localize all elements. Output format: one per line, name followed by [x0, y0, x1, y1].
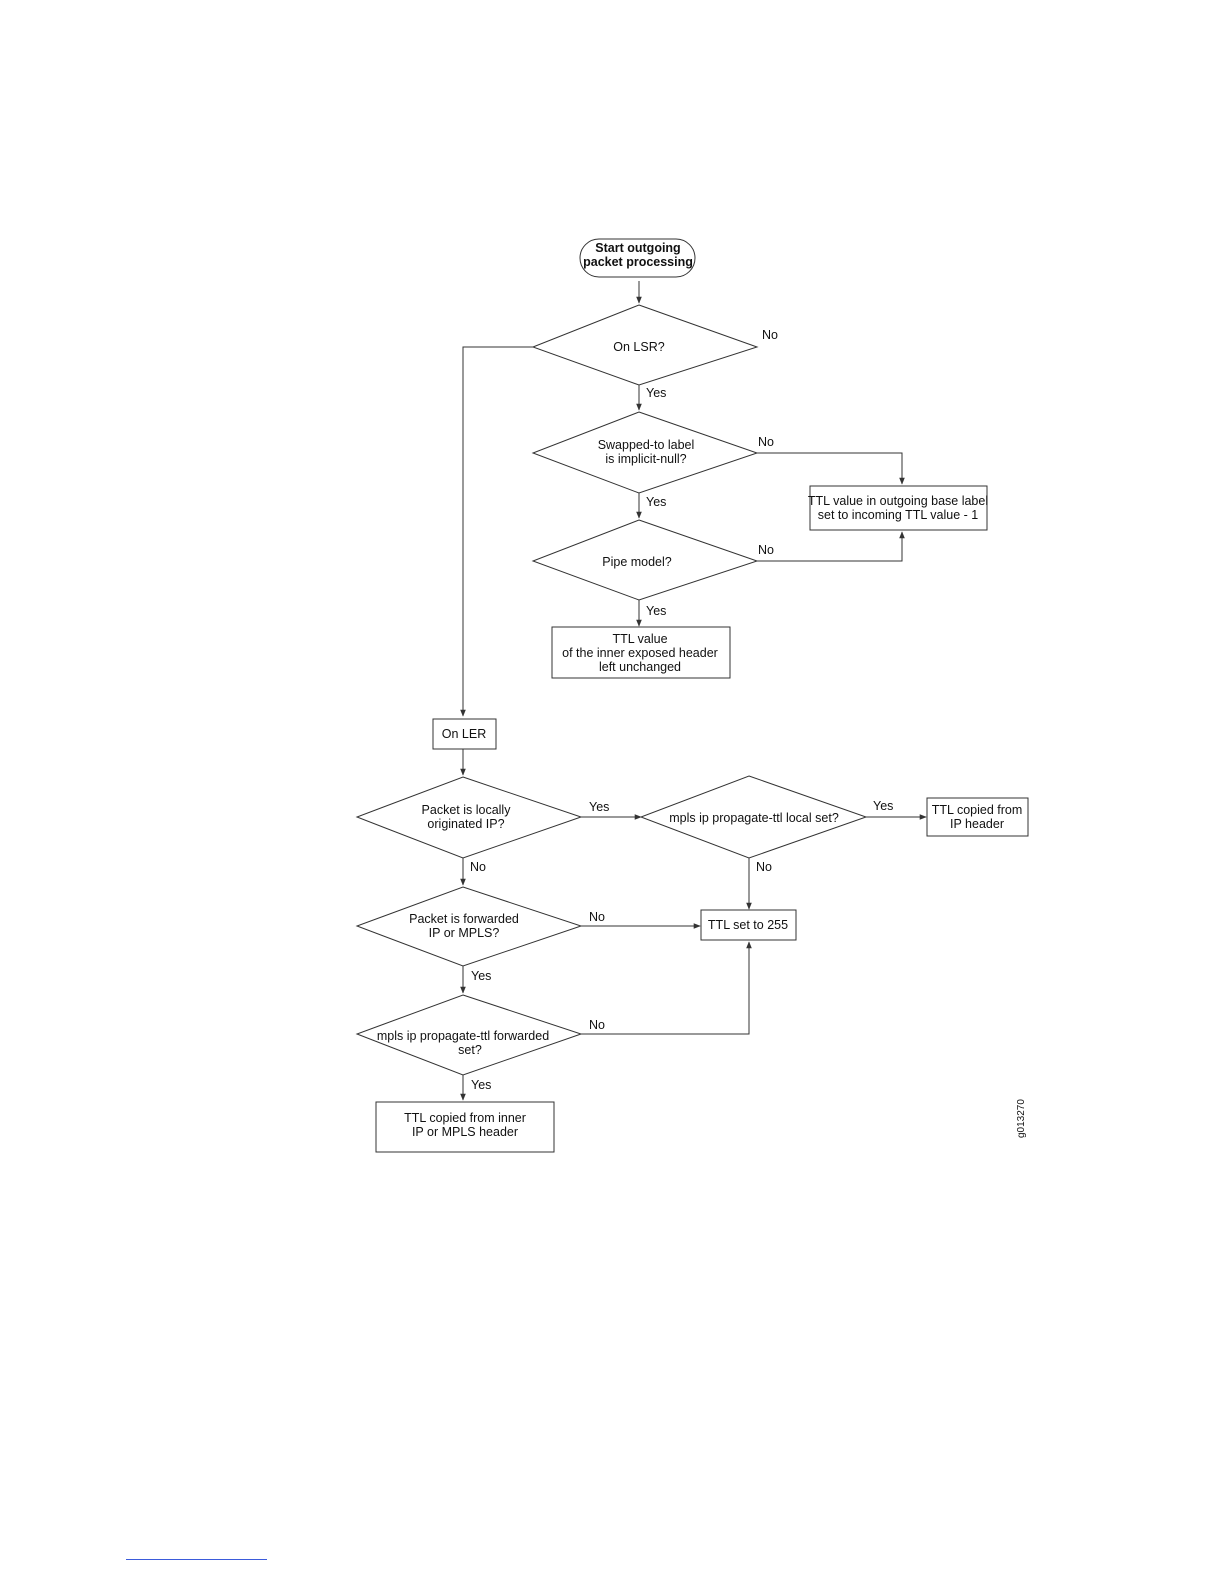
- label-propagate-local-yes: Yes: [873, 799, 893, 813]
- label-local-no: No: [470, 860, 486, 874]
- figure-id: g013270: [1016, 1099, 1027, 1138]
- node-start-line-1: Start outgoing: [595, 241, 680, 255]
- node-ttl-unchanged-line-1: TTL value: [612, 632, 667, 646]
- node-pipe-model: Pipe model?: [531, 519, 759, 601]
- label-swapped-no: No: [758, 435, 774, 449]
- node-start-line-2: packet processing: [583, 255, 693, 269]
- node-locally-originated-line-2: originated IP?: [427, 817, 504, 831]
- label-on-lsr-no: No: [762, 328, 778, 342]
- label-on-lsr-yes: Yes: [646, 386, 666, 400]
- label-forwarded-yes: Yes: [471, 969, 491, 983]
- node-forwarded-line-2: IP or MPLS?: [429, 926, 500, 940]
- connectors: [460, 281, 927, 1101]
- node-locally-originated-line-1: Packet is locally: [422, 803, 512, 817]
- node-ttl-unchanged-line-2: of the inner exposed header: [562, 646, 718, 660]
- node-ttl-copied-inner-line-1: TTL copied from inner: [404, 1111, 526, 1125]
- label-forwarded-no: No: [589, 910, 605, 924]
- node-on-lsr: On LSR?: [531, 304, 759, 386]
- svg-text:On LER: On LER: [442, 727, 486, 741]
- svg-text:mpls ip propagate-ttl local se: mpls ip propagate-ttl local set?: [669, 811, 839, 825]
- node-pipe-model-line-1: Pipe model?: [602, 555, 672, 569]
- edge-pipe-no: [757, 531, 905, 562]
- footer-divider: [126, 1559, 267, 1560]
- node-on-lsr-line-1: On LSR?: [613, 340, 664, 354]
- label-propagate-forwarded-yes: Yes: [471, 1078, 491, 1092]
- node-swapped-label-line-1: Swapped-to label: [598, 438, 695, 452]
- node-propagate-local-line-1: mpls ip propagate-ttl local set?: [669, 811, 839, 825]
- label-pipe-no: No: [758, 543, 774, 557]
- node-forwarded-line-1: Packet is forwarded: [409, 912, 519, 926]
- node-ttl-255: TTL set to 255: [700, 909, 797, 941]
- node-ttl-base-label-line-2: set to incoming TTL value - 1: [818, 508, 979, 522]
- node-propagate-local: mpls ip propagate-ttl local set?: [639, 775, 868, 859]
- node-ttl-base-label-line-1: TTL value in outgoing base label: [808, 494, 988, 508]
- edge-labels: No Yes No Yes No Yes Yes No Yes No No Ye…: [470, 328, 893, 1092]
- node-propagate-forwarded-line-2: set?: [458, 1043, 482, 1057]
- node-ttl-copied-inner-line-2: IP or MPLS header: [412, 1125, 518, 1139]
- node-on-ler-line-1: On LER: [442, 727, 486, 741]
- svg-text:Pipe model?: Pipe model?: [602, 555, 672, 569]
- node-propagate-forwarded-line-1: mpls ip propagate-ttl forwarded: [377, 1029, 549, 1043]
- label-propagate-forwarded-no: No: [589, 1018, 605, 1032]
- edge-propagate-forwarded-no: [581, 941, 752, 1035]
- label-local-yes: Yes: [589, 800, 609, 814]
- node-swapped-label-line-2: is implicit-null?: [605, 452, 686, 466]
- svg-text:On LSR?: On LSR?: [613, 340, 664, 354]
- node-ttl-255-line-1: TTL set to 255: [708, 918, 788, 932]
- edge-swapped-no: [757, 452, 905, 485]
- label-propagate-local-no: No: [756, 860, 772, 874]
- node-ttl-copied-ip-line-1: TTL copied from: [932, 803, 1023, 817]
- node-on-ler: On LER: [432, 718, 497, 750]
- svg-text:TTL set to 255: TTL set to 255: [708, 918, 788, 932]
- node-ttl-copied-ip-line-2: IP header: [950, 817, 1004, 831]
- node-ttl-unchanged-line-3: left unchanged: [599, 660, 681, 674]
- label-pipe-yes: Yes: [646, 604, 666, 618]
- label-swapped-yes: Yes: [646, 495, 666, 509]
- edge-on-lsr-to-on-ler: [460, 346, 533, 717]
